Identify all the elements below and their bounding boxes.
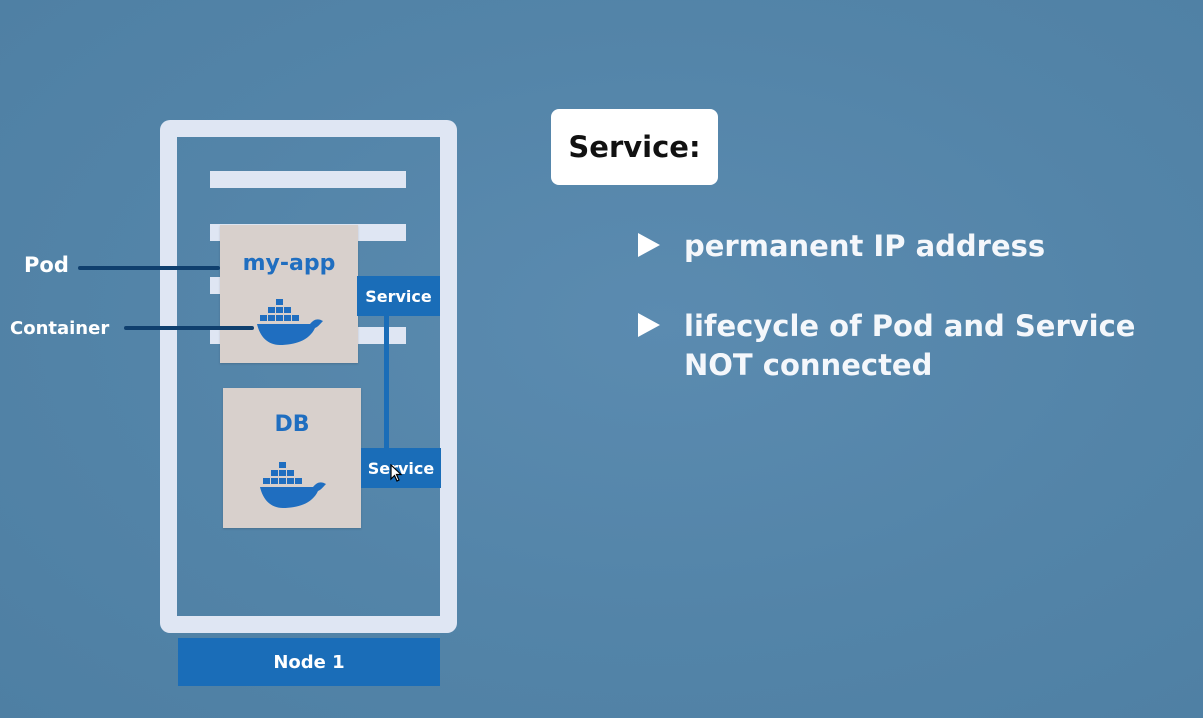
slide-title: Service: bbox=[551, 109, 718, 185]
bullet-lifecycle: lifecycle of Pod and Service bbox=[684, 309, 1136, 343]
app-pod: my-app bbox=[220, 225, 358, 363]
node-label: Node 1 bbox=[178, 638, 440, 686]
node-server-frame bbox=[160, 120, 457, 633]
bullet-lifecycle-line2: NOT connected bbox=[684, 348, 933, 382]
db-service-box: Service bbox=[361, 448, 441, 488]
pod-pointer-line bbox=[78, 266, 220, 270]
app-pod-title: my-app bbox=[242, 251, 336, 276]
container-annotation: Container bbox=[10, 318, 110, 339]
pod-annotation: Pod bbox=[24, 253, 69, 277]
db-pod-title: DB bbox=[274, 412, 310, 437]
bullet-arrow-icon bbox=[638, 313, 660, 337]
docker-whale-icon bbox=[257, 299, 323, 345]
docker-whale-icon bbox=[260, 462, 326, 508]
bullet-permanent-ip: permanent IP address bbox=[684, 229, 1046, 263]
service-connector-line bbox=[384, 316, 389, 448]
app-service-box: Service bbox=[357, 276, 440, 316]
mouse-cursor-icon bbox=[390, 464, 403, 482]
container-pointer-line bbox=[124, 326, 254, 330]
server-slot bbox=[210, 171, 406, 188]
bullet-arrow-icon bbox=[638, 233, 660, 257]
db-pod: DB bbox=[223, 388, 361, 528]
